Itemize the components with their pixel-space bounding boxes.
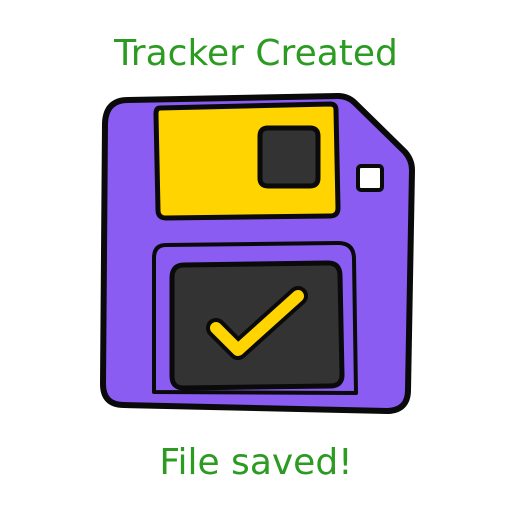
dialog-message: File saved! [159, 442, 353, 483]
dialog-title: Tracker Created [114, 33, 398, 74]
